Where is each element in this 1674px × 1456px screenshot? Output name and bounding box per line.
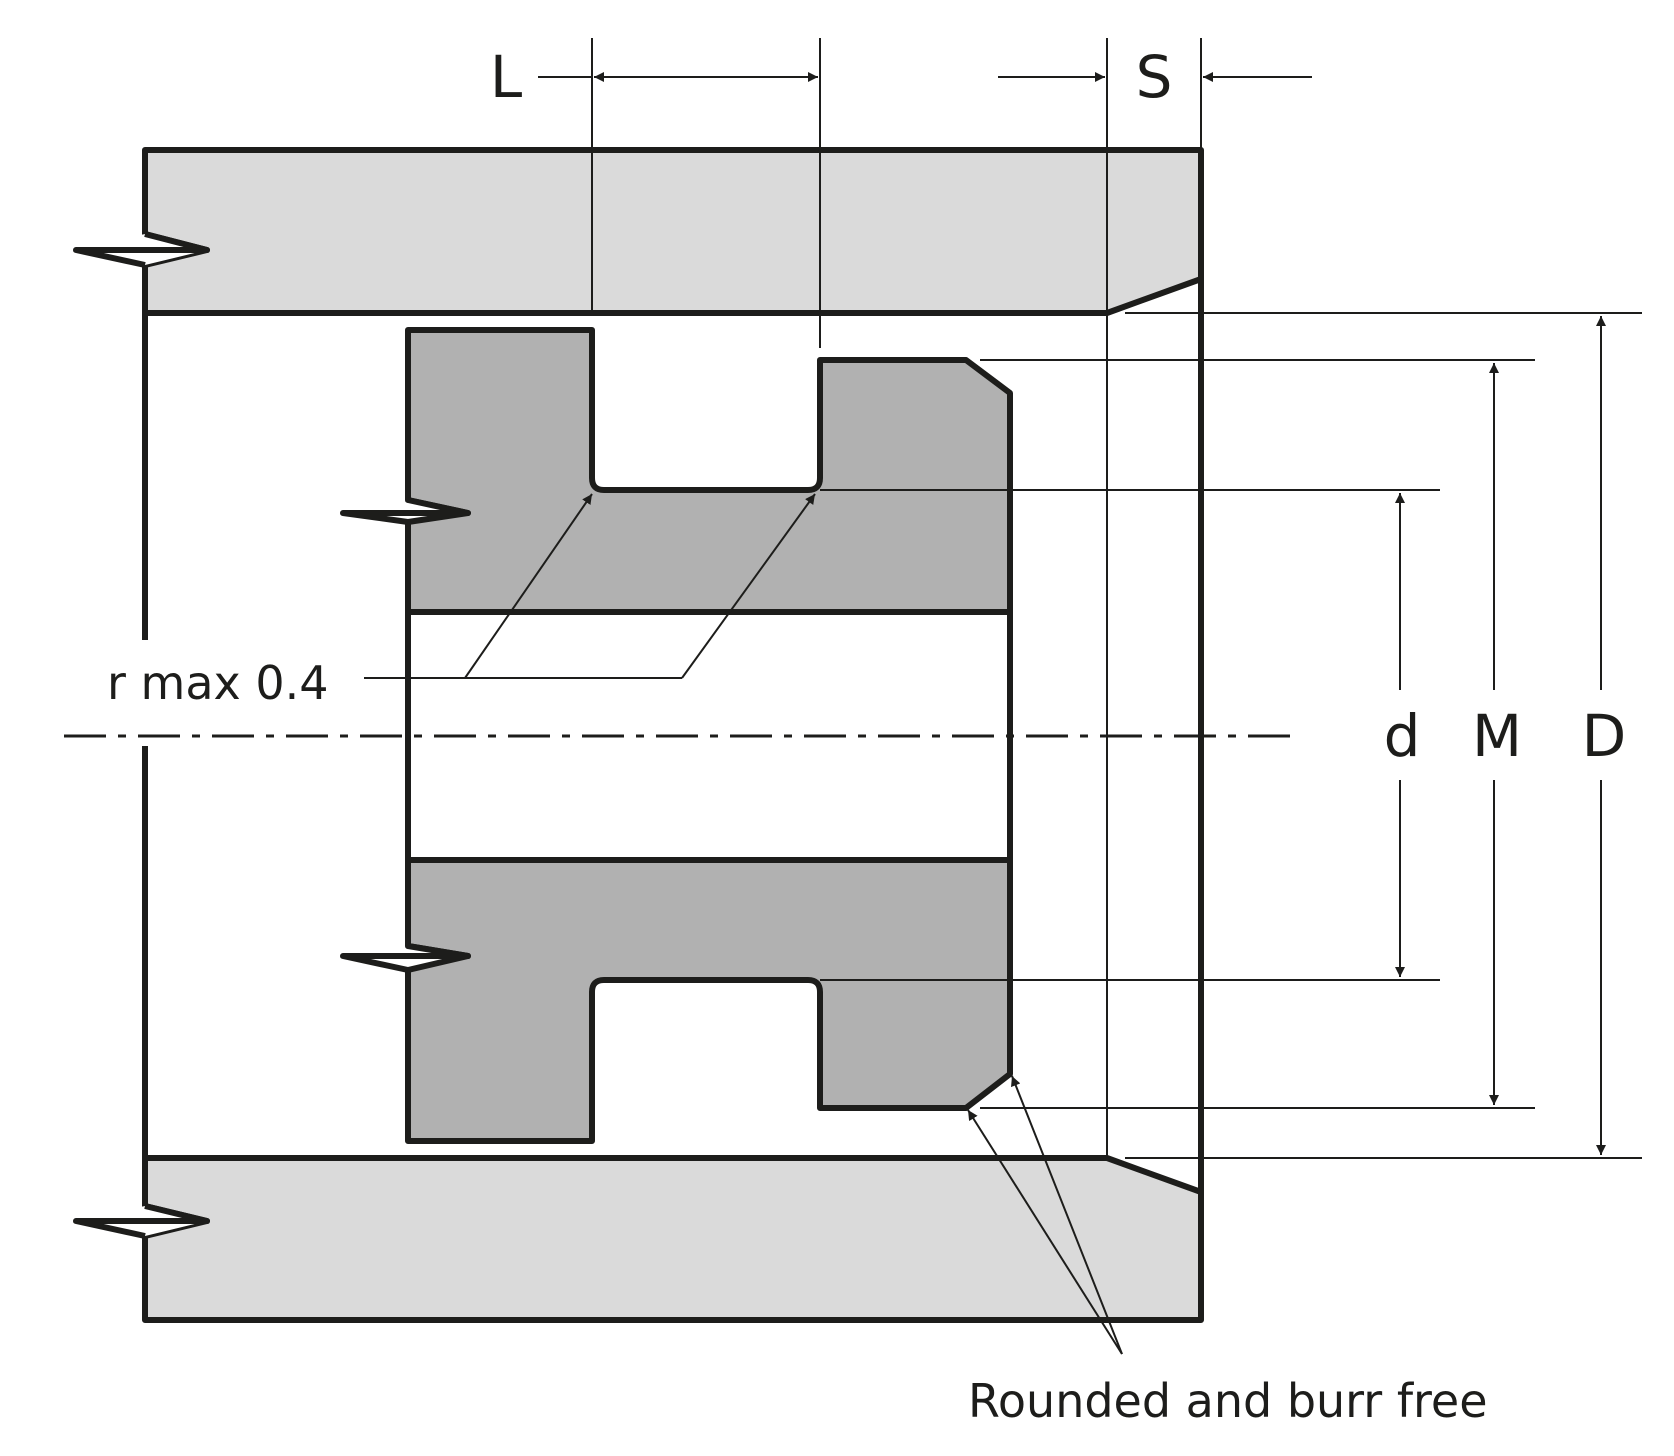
- housing-top-wall: [142, 147, 1204, 316]
- radius-note-label: r max 0.4: [107, 656, 329, 710]
- radius-leader-arrow-right: [681, 493, 816, 679]
- break-mark-housing-top-line: [73, 231, 210, 268]
- dimension-l-label: L: [490, 43, 522, 111]
- break-mark-piston-lower: [340, 943, 471, 973]
- piston-upper-half: [405, 327, 1013, 615]
- housing-bottom-wall: [142, 1155, 1204, 1323]
- edge-leader-arrow-left: [967, 1109, 1123, 1355]
- dimension-m-label: M: [1472, 702, 1522, 770]
- dimension-d-label: D: [1582, 702, 1627, 770]
- dimension-s-label: S: [1136, 43, 1173, 111]
- break-mark-housing-bottom-line: [73, 1203, 210, 1239]
- break-mark-piston-upper: [340, 497, 471, 525]
- edge-leader-arrow-right: [1011, 1075, 1123, 1355]
- radius-leader-arrow-left: [464, 493, 593, 679]
- dimension-small-d-label: d: [1384, 702, 1421, 770]
- edge-note-label: Rounded and burr free: [968, 1374, 1488, 1428]
- piston-lower-half: [405, 857, 1013, 1144]
